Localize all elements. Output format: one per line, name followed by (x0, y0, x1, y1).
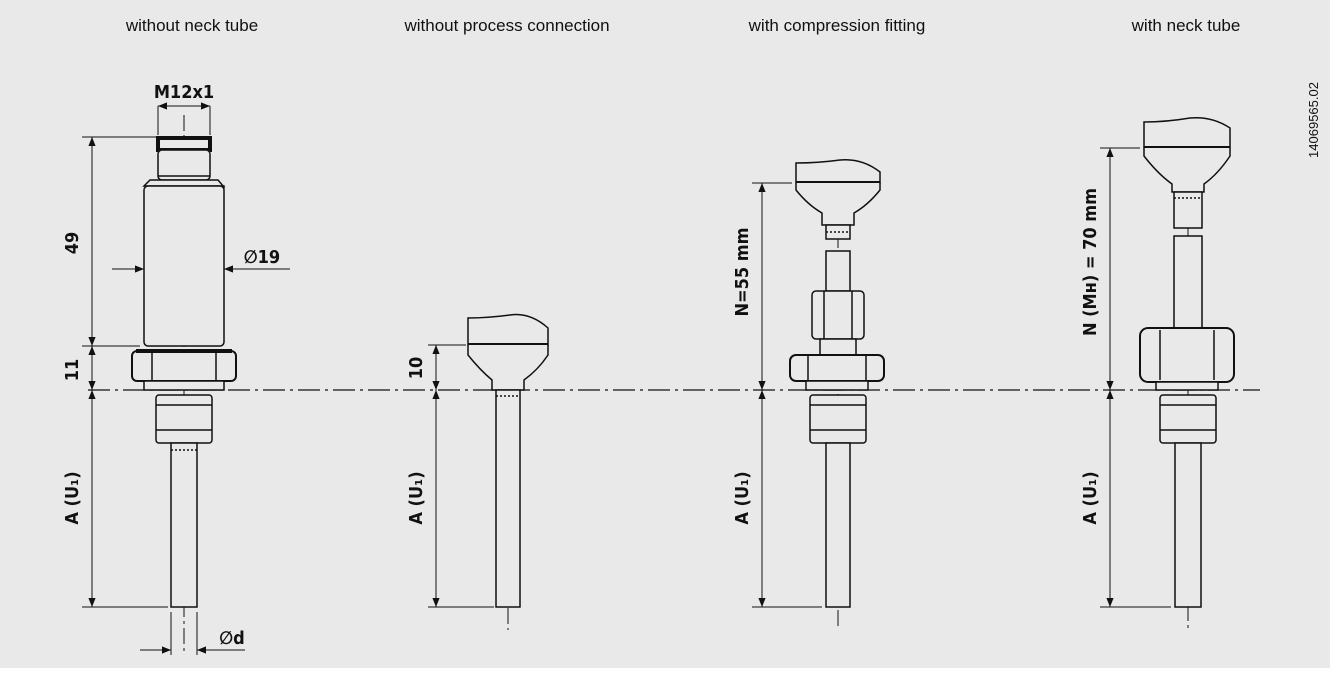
label-dia-d: ∅d (219, 628, 244, 649)
label-a-u1-1: A (U₁) (62, 471, 83, 524)
sensor-with-neck-tube (1100, 116, 1235, 630)
label-11: 11 (62, 359, 83, 382)
label-n-70: N (Mʜ) = 70 mm (1080, 188, 1101, 336)
sensor-without-neck-tube (82, 102, 290, 655)
sensor-without-process-connection (428, 313, 549, 630)
title-without-neck-tube: without neck tube (125, 16, 259, 35)
label-a-u1-3: A (U₁) (732, 471, 753, 524)
title-with-neck-tube: with neck tube (1131, 16, 1241, 35)
label-10: 10 (406, 357, 427, 380)
title-without-process-connection: without process connection (404, 16, 610, 35)
drawing-number: 14069565.02 (1306, 82, 1321, 158)
label-thread: M12x1 (154, 82, 214, 103)
sensor-with-compression-fitting (752, 159, 885, 630)
label-a-u1-2: A (U₁) (406, 471, 427, 524)
title-with-compression-fitting: with compression fitting (748, 16, 926, 35)
label-a-u1-4: A (U₁) (1080, 471, 1101, 524)
label-n-55: N=55 mm (732, 227, 753, 316)
label-dia-19: ∅19 (244, 247, 280, 268)
label-49: 49 (62, 232, 83, 255)
